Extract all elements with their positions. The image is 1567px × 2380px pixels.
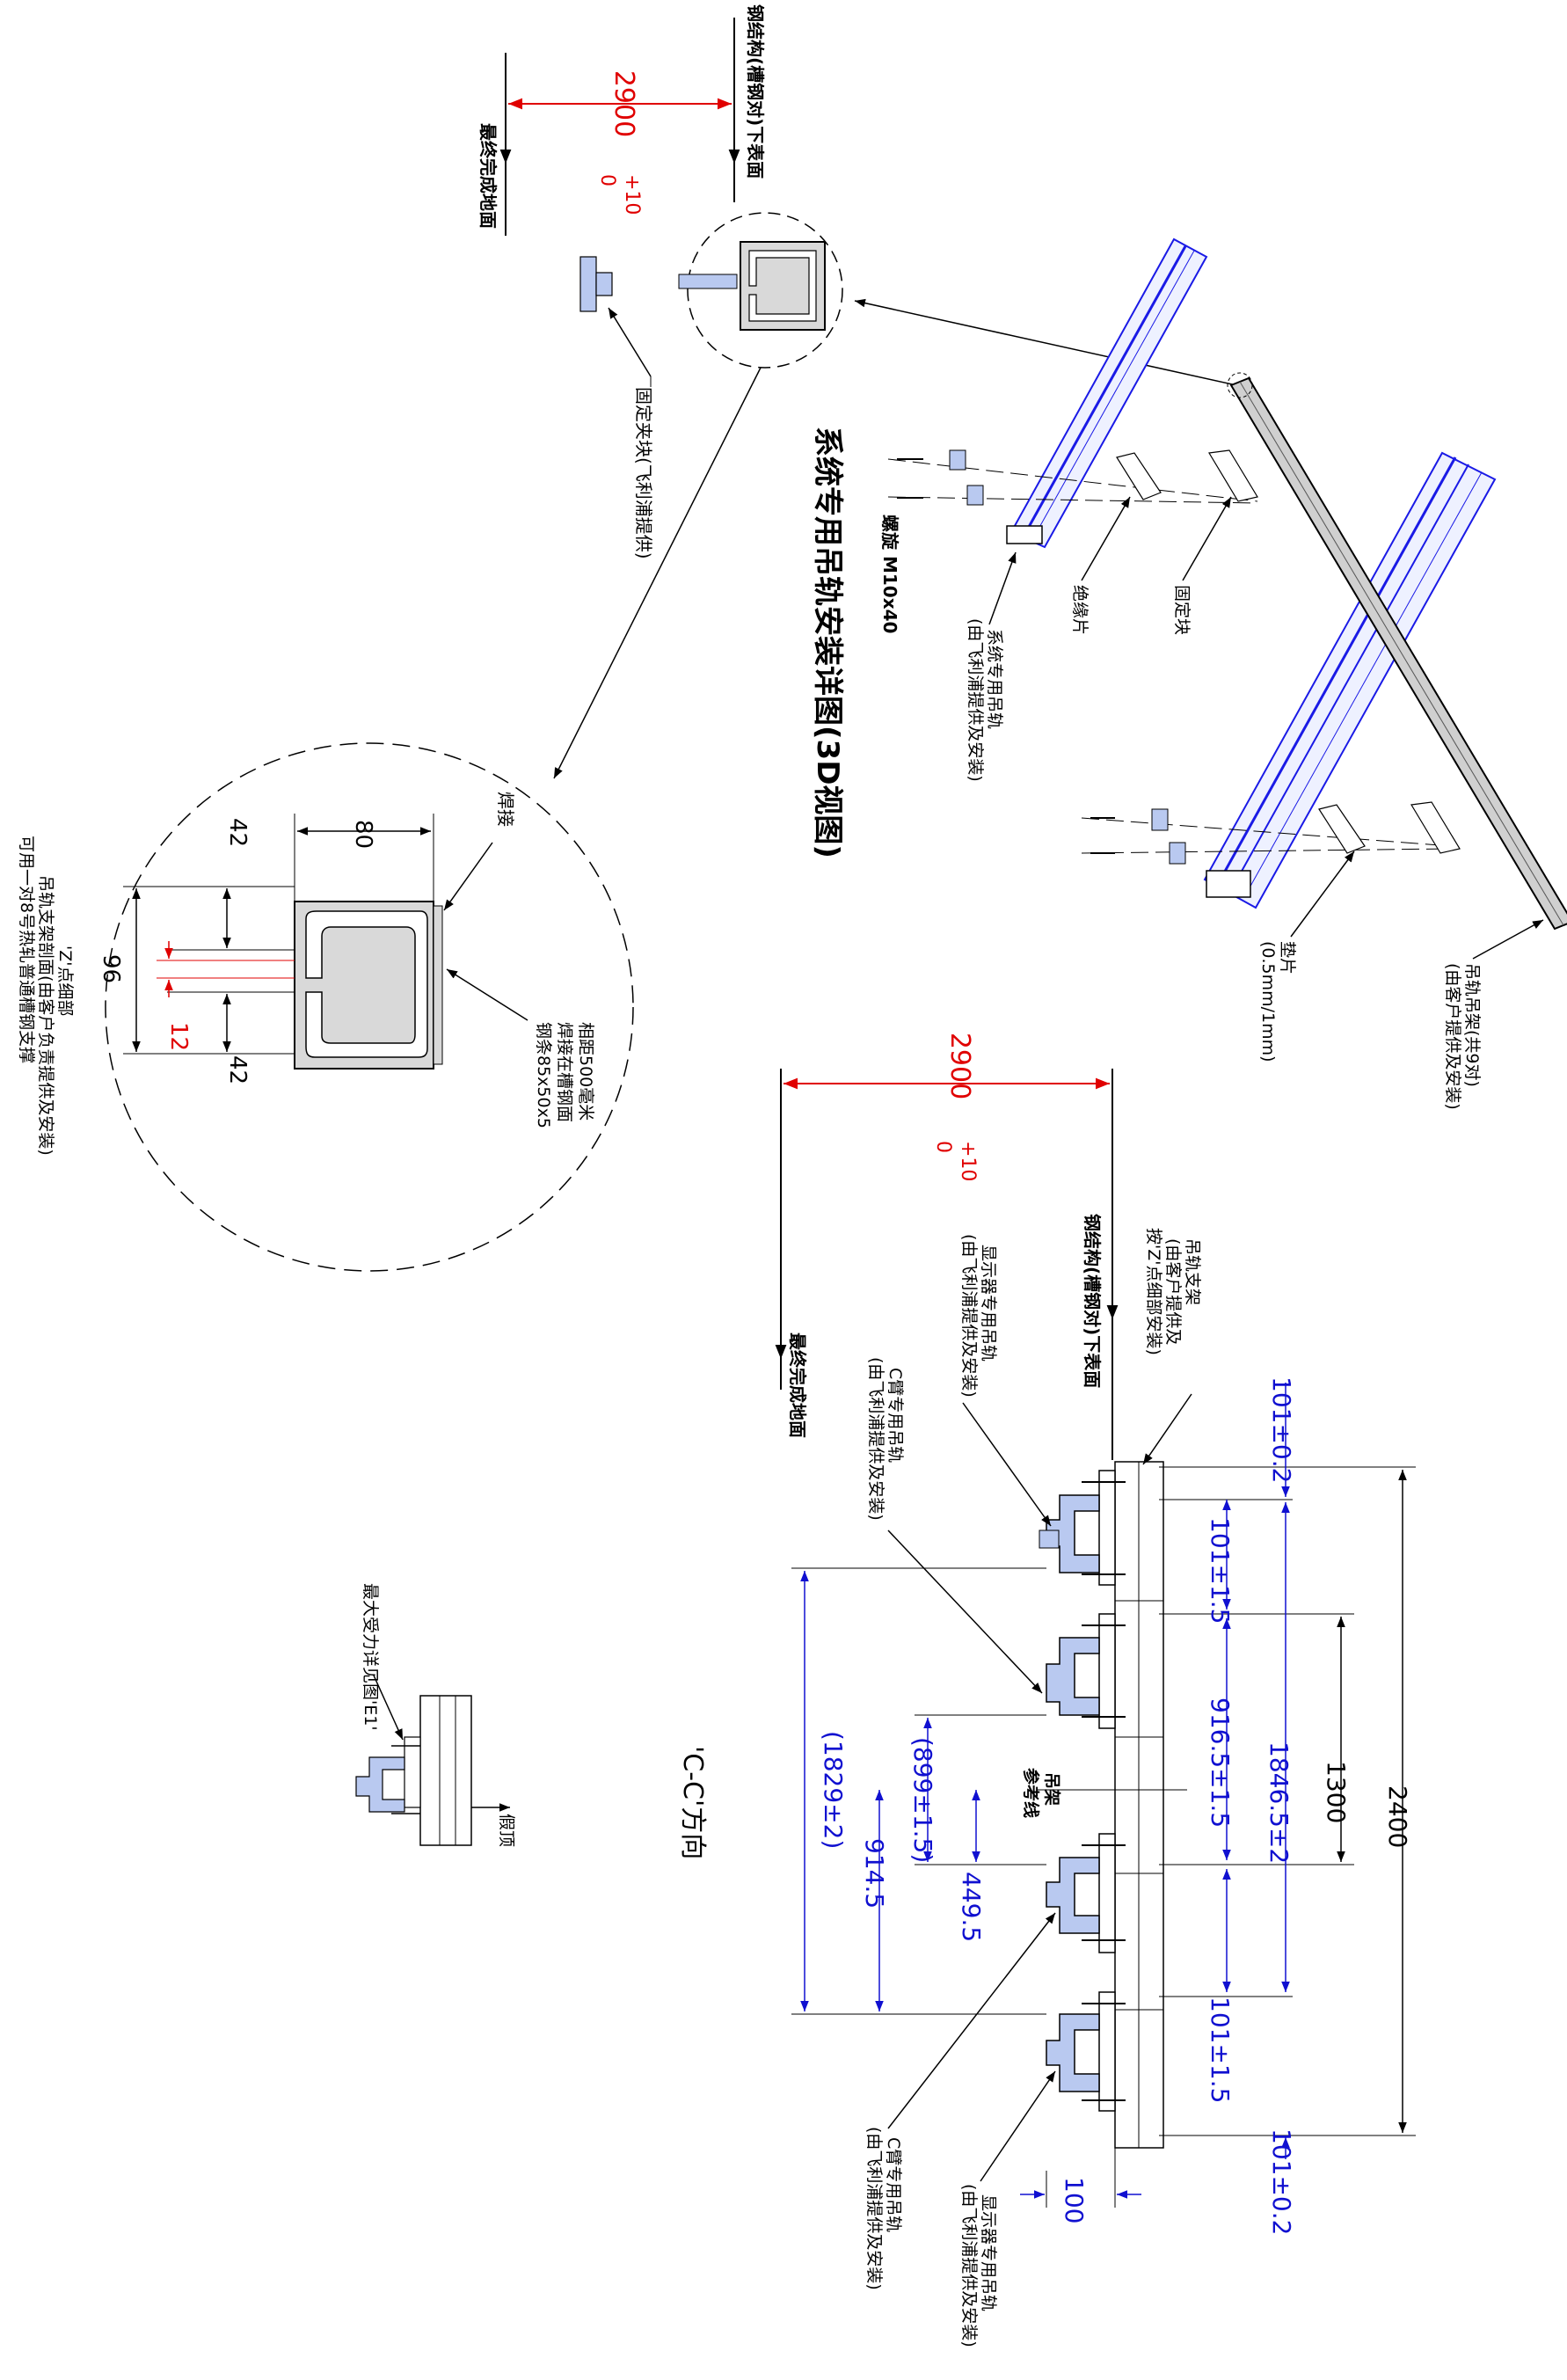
channel-detail-small: 固定夹块(飞利浦提供) [553, 212, 1245, 779]
c-arm-rail-top-2: (由飞利浦提供及安装) [866, 1357, 886, 1521]
dim-96: 96 [98, 954, 124, 983]
bolt-label: 螺旋 M10x40 [879, 515, 900, 633]
cc-steel-bottom-label: 钢结构(槽钢对)下表面 [1082, 1214, 1103, 1388]
clamp-label: 固定夹块(飞利浦提供) [633, 387, 654, 559]
cc-dim-value: 2900 [944, 1033, 975, 1099]
bracket-label-3: 按'Z'点细部安装) [1144, 1228, 1163, 1355]
hanger-label-2: (由客户提供及安装) [1443, 963, 1462, 1110]
c-arm-rail-top-1: C臂专用吊轨 [886, 1368, 905, 1463]
steel-note-3: 相距500毫米 [576, 1022, 595, 1121]
bracket-label-2: (由客户提供及 [1163, 1238, 1183, 1345]
rail-profile-2 [1046, 1613, 1126, 1729]
z-detail-line2: 吊轨支架剖面(由客户负责提供及安装) [36, 875, 55, 1156]
hanger-label-1: 吊轨吊架(共9对) [1462, 963, 1482, 1087]
top-dim-tol-plus: +10 [621, 174, 643, 215]
ceiling-label: 假顶 [497, 1814, 516, 1847]
dim-9145: 914.5 [860, 1838, 889, 1909]
hardware-lower [1081, 801, 1461, 865]
rail-label-1: 系统专用吊轨 [985, 629, 1004, 729]
cc-dim-tol-zero: 0 [932, 1141, 954, 1153]
dimensions-right: 101±0.2 101±1.5 916.5±1.5 1846.5±2 1300 … [1159, 1376, 1416, 2235]
clamp-block [579, 256, 613, 312]
ref-line-1: 吊架 [1042, 1772, 1061, 1806]
ref-line-2: 参考线 [1021, 1768, 1041, 1818]
top-floor-label: 最终完成地面 [477, 123, 499, 229]
dim-18465: 1846.5±2 [1265, 1741, 1294, 1864]
insulator-label: 绝缘片 [1070, 585, 1090, 635]
monitor-rail-bottom-1: 显示器专用吊轨 [979, 2194, 998, 2311]
rail-3d-view: 系统专用吊轨 (由飞利浦提供及安装) 绝缘片 固定块 垫片 (0.5mm/1mm… [887, 237, 1567, 1110]
dim-1300: 1300 [1322, 1761, 1351, 1823]
rail-profile-4 [1046, 1991, 1126, 2112]
dim-1829: (1829±2) [819, 1731, 848, 1849]
bracket-label-1: 吊轨支架 [1183, 1238, 1202, 1305]
rail-label-2: (由飞利浦提供及安装) [966, 618, 985, 782]
top-reference-dimension: 2900 +10 0 钢结构(槽钢对)下表面 最终完成地面 [477, 4, 766, 236]
dim-101-02-top: 101±0.2 [1267, 1376, 1296, 1483]
small-detail: 假顶 最大受力详见图'E1' [355, 1583, 516, 1847]
monitor-rail-top-1: 显示器专用吊轨 [979, 1245, 998, 1362]
cc-floor-label: 最终完成地面 [787, 1332, 808, 1438]
dim-100: 100 [1060, 2177, 1089, 2223]
channel-detail-large: 80 42 96 12 42 焊接 钢条85x50x5 焊接在槽钢面 相距500… [17, 742, 634, 1272]
dim-4495: 449.5 [957, 1872, 986, 1942]
z-detail-title: 'Z'点细部 [55, 945, 75, 1016]
view-label: 'C-C'方向 [677, 1746, 708, 1859]
dim-2400: 2400 [1383, 1785, 1412, 1848]
monitor-rail-bottom-2: (由飞利浦提供及安装) [959, 2184, 979, 2347]
c-arm-rail-bottom-1: C臂专用吊轨 [884, 2137, 903, 2232]
dim-42-a: 42 [224, 818, 251, 847]
top-steel-bottom-label: 钢结构(槽钢对)下表面 [745, 4, 766, 179]
dimensions-left: (899±1.5) 449.5 (1829±2) 914.5 100 [791, 1567, 1141, 2223]
drawing-title: 系统专用吊轨安装详图(3D视图) [810, 427, 845, 858]
steel-note-2: 焊接在槽钢面 [555, 1022, 574, 1122]
dim-9165: 916.5±1.5 [1206, 1697, 1235, 1828]
monitor-rail-top-2: (由飞利浦提供及安装) [959, 1234, 979, 1398]
dim-101-15-bottom: 101±1.5 [1206, 1997, 1235, 2103]
rail-profile-1 [1039, 1470, 1126, 1586]
dim-42-b: 42 [224, 1055, 251, 1084]
rail-profile-3 [1046, 1833, 1126, 1953]
steel-note-1: 钢条85x50x5 [534, 1022, 553, 1128]
hardware-upper [887, 449, 1258, 506]
dim-101-15-top: 101±1.5 [1206, 1517, 1235, 1624]
dim-80: 80 [350, 820, 376, 849]
section-cc: 2900 +10 0 钢结构(槽钢对)下表面 最终完成地面 [677, 1033, 1416, 2347]
c-arm-rail-bottom-2: (由飞利浦提供及安装) [864, 2127, 884, 2290]
dim-899: (899±1.5) [908, 1737, 937, 1863]
dim-101-02-bottom: 101±0.2 [1267, 2128, 1296, 2235]
fixing-block-label: 固定块 [1172, 585, 1192, 635]
force-label: 最大受力详见图'E1' [361, 1583, 380, 1731]
weld-label: 焊接 [495, 792, 516, 827]
cc-dim-tol-plus: +10 [957, 1141, 979, 1181]
shim-label-1: 垫片 [1278, 941, 1297, 975]
top-dim-value: 2900 [609, 70, 639, 137]
top-dim-tol-zero: 0 [596, 174, 618, 186]
dim-12: 12 [165, 1022, 192, 1051]
shim-label-2: (0.5mm/1mm) [1258, 941, 1278, 1062]
z-detail-line3: 可用一对8号热轧普通槽钢支撑 [17, 836, 36, 1063]
